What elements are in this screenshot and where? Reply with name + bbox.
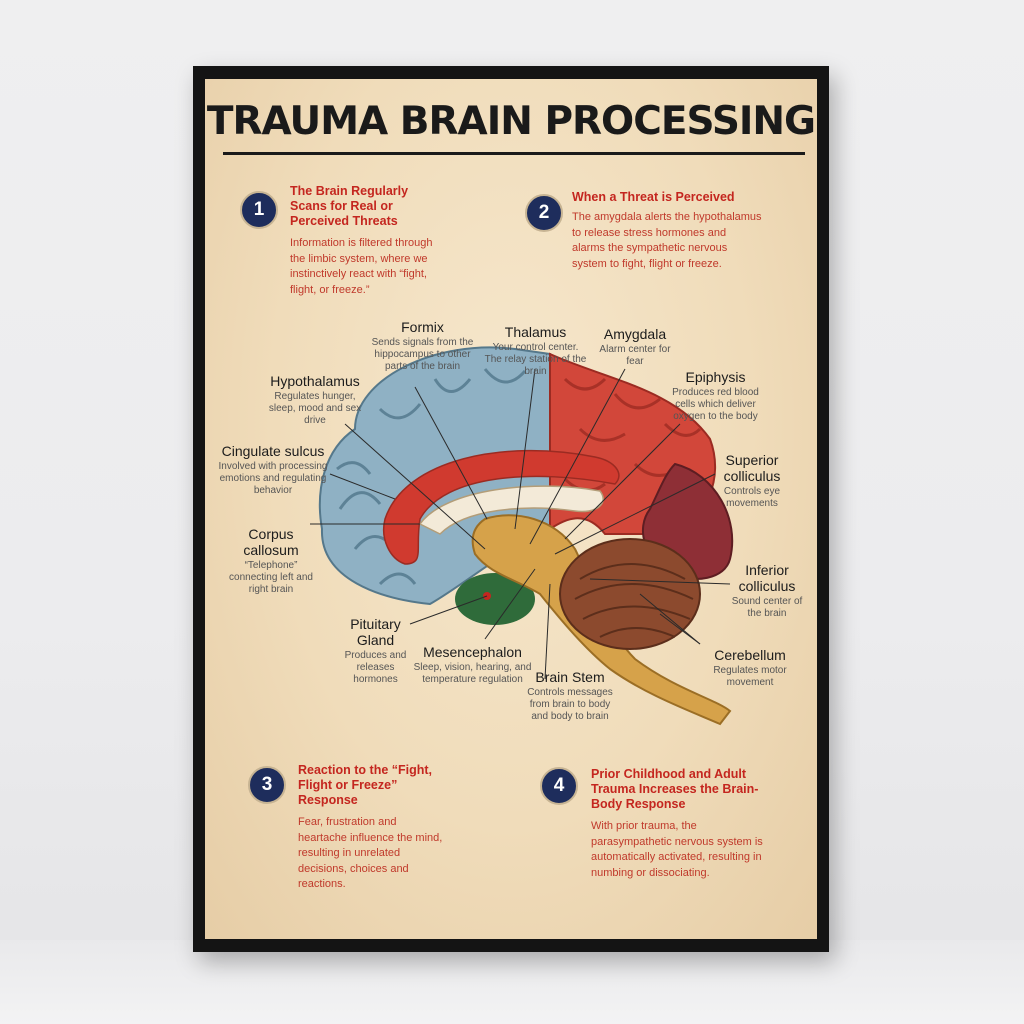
- label-hypothalamus-desc: Regulates hunger, sleep, mood and sex dr…: [268, 391, 362, 426]
- label-amygdala-name: Amygdala: [603, 326, 667, 342]
- label-cerebellum-desc: Regulates motor movement: [713, 665, 787, 688]
- cerebellum-shape: [559, 538, 701, 650]
- label-corpus-callosum: Corpus callosum “Telephone” connecting l…: [227, 526, 315, 596]
- label-formix-name: Formix: [401, 319, 444, 335]
- label-thalamus-desc: Your control center. The relay station o…: [484, 342, 587, 377]
- label-cerebellum-name: Cerebellum: [714, 647, 786, 663]
- step-4-body: With prior trauma, the parasympathetic n…: [591, 820, 763, 879]
- label-corpus-callosum-name: Corpus callosum: [243, 526, 299, 558]
- label-mesencephalon: Mesencephalon Sleep, vision, hearing, an…: [410, 644, 535, 686]
- label-corpus-callosum-desc: “Telephone” connecting left and right br…: [229, 560, 313, 595]
- label-inferior-colliculus: Inferior colliculus Sound center of the …: [727, 562, 807, 620]
- label-brain-stem-name: Brain Stem: [535, 669, 605, 685]
- label-amygdala-desc: Alarm center for fear: [599, 344, 671, 367]
- label-superior-colliculus: Superior colliculus Controls eye movemen…: [712, 452, 792, 510]
- label-formix-desc: Sends signals from the hippocampus to ot…: [371, 337, 474, 372]
- step-2-badge: 2: [525, 194, 563, 232]
- label-cingulate-name: Cingulate sulcus: [221, 443, 325, 459]
- step-1-body: Information is filtered through the limb…: [290, 237, 433, 296]
- poster: TRAUMA BRAIN PROCESSING 1 The Brain Regu…: [205, 79, 817, 939]
- label-cingulate-desc: Involved with processing emotions and re…: [218, 461, 328, 496]
- label-epiphysis: Epiphysis Produces red blood cells which…: [668, 369, 763, 423]
- label-pituitary-desc: Produces and releases hormones: [344, 650, 407, 685]
- label-superior-colliculus-desc: Controls eye movements: [723, 486, 781, 509]
- step-4-badge: 4: [540, 767, 578, 805]
- leader-lines: [310, 368, 731, 680]
- limbic-green-region: [455, 573, 535, 625]
- label-formix: Formix Sends signals from the hippocampu…: [370, 319, 475, 373]
- floor: [0, 940, 1024, 1024]
- step-4-title: Prior Childhood and Adult Trauma Increas…: [591, 767, 759, 811]
- label-epiphysis-name: Epiphysis: [685, 369, 746, 385]
- label-inferior-colliculus-desc: Sound center of the brain: [731, 596, 803, 619]
- label-pituitary: Pituitary Gland Produces and releases ho…: [338, 616, 413, 686]
- cingulate-gyrus: [383, 449, 620, 565]
- brain-illustration: [310, 346, 734, 726]
- label-thalamus: Thalamus Your control center. The relay …: [483, 324, 588, 378]
- label-hypothalamus-name: Hypothalamus: [270, 373, 360, 389]
- label-cingulate: Cingulate sulcus Involved with processin…: [213, 443, 333, 497]
- label-brain-stem-desc: Controls messages from brain to body and…: [527, 687, 613, 722]
- step-1-badge: 1: [240, 191, 278, 229]
- step-2-body: The amygdala alerts the hypothalamus to …: [572, 211, 762, 270]
- step-2-title: When a Threat is Perceived: [572, 190, 735, 204]
- label-cerebellum: Cerebellum Regulates motor movement: [695, 647, 805, 689]
- label-epiphysis-desc: Produces red blood cells which deliver o…: [672, 387, 759, 422]
- poster-title: TRAUMA BRAIN PROCESSING: [206, 99, 816, 144]
- label-inferior-colliculus-name: Inferior colliculus: [738, 562, 796, 594]
- label-mesencephalon-name: Mesencephalon: [423, 644, 522, 660]
- label-hypothalamus: Hypothalamus Regulates hunger, sleep, mo…: [260, 373, 370, 427]
- label-amygdala: Amygdala Alarm center for fear: [590, 326, 680, 368]
- label-brain-stem: Brain Stem Controls messages from brain …: [525, 669, 615, 723]
- title-underline: [223, 152, 805, 155]
- step-3-badge: 3: [248, 766, 286, 804]
- label-mesencephalon-desc: Sleep, vision, hearing, and temperature …: [413, 662, 532, 685]
- label-thalamus-name: Thalamus: [504, 324, 567, 340]
- step-3-title: Reaction to the “Fight, Flight or Freeze…: [298, 763, 433, 807]
- step-3-body: Fear, frustration and heartache influenc…: [298, 816, 443, 890]
- label-superior-colliculus-name: Superior colliculus: [723, 452, 781, 484]
- label-pituitary-name: Pituitary Gland: [350, 616, 401, 648]
- step-1-title: The Brain Regularly Scans for Real or Pe…: [290, 184, 409, 228]
